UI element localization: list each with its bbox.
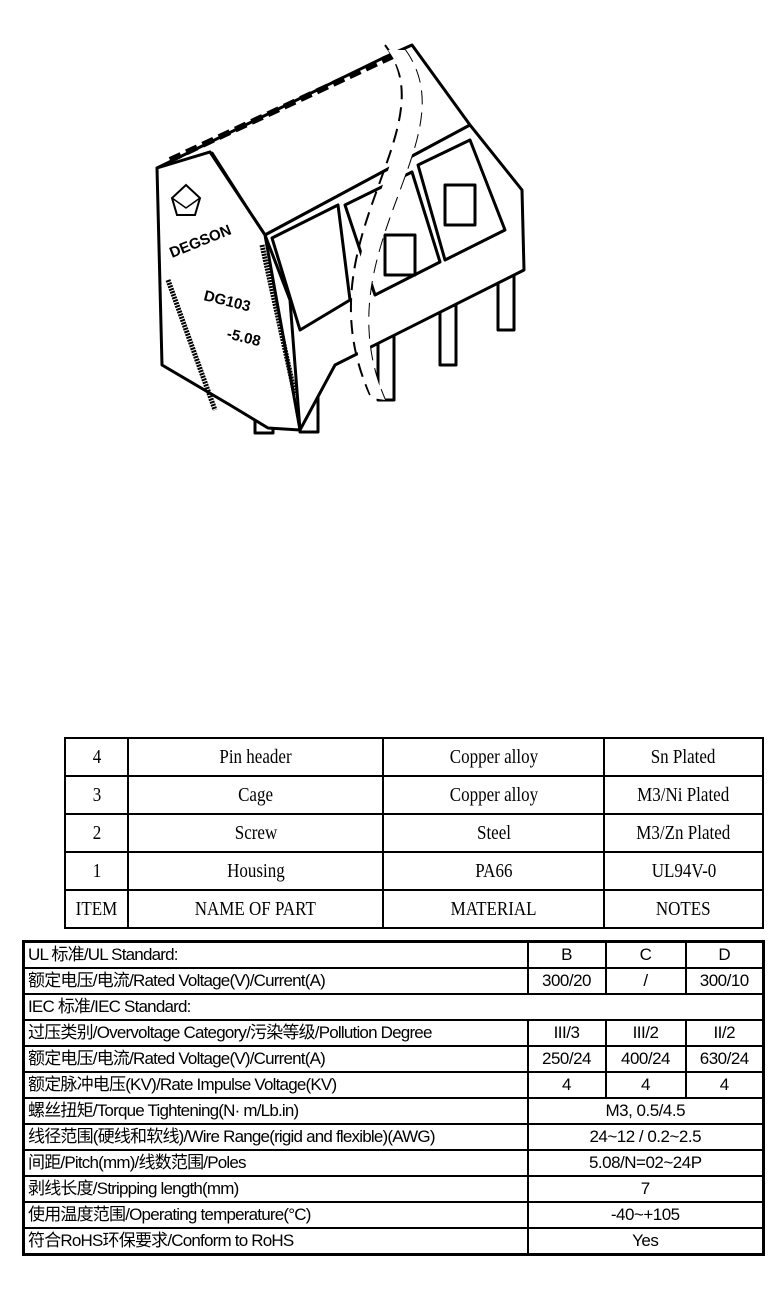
cell-item: 3 xyxy=(92,783,101,806)
spec-value: 4 xyxy=(719,1075,729,1094)
spec-label: 螺丝扭矩/Torque Tightening(N· m/Lb.in) xyxy=(28,1101,299,1120)
spec-row-iec-rated: 额定电压/电流/Rated Voltage(V)/Current(A) 250/… xyxy=(22,1045,765,1073)
parts-row: 2 Screw Steel M3/Zn Plated xyxy=(64,813,764,853)
header-notes: NOTES xyxy=(656,897,711,920)
spec-value: -40~+105 xyxy=(610,1205,680,1224)
parts-header-row: ITEM NAME OF PART MATERIAL NOTES xyxy=(64,889,764,929)
wire-entry-1 xyxy=(270,203,352,332)
spec-value: 300/20 xyxy=(542,971,592,990)
spec-row-iec-standard: IEC 标准/IEC Standard: xyxy=(22,993,765,1021)
spec-label: 额定脉冲电压(KV)/Rate Impulse Voltage(KV) xyxy=(28,1075,337,1094)
header-item: ITEM xyxy=(75,897,118,920)
header-name: NAME OF PART xyxy=(194,897,317,920)
spec-value: 630/24 xyxy=(699,1049,750,1068)
spec-value: 4 xyxy=(641,1075,650,1094)
cell-name: Housing xyxy=(226,859,285,882)
housing-left-face xyxy=(155,150,302,432)
spec-row-ul-standard: UL 标准/UL Standard: B C D xyxy=(22,940,765,969)
cell-material: Copper alloy xyxy=(449,745,538,768)
spec-value: III/3 xyxy=(553,1023,580,1042)
spec-label: 使用温度范围/Operating temperature(°C) xyxy=(28,1205,311,1224)
cell-item: 4 xyxy=(92,745,101,768)
spec-value: 5.08/N=02~24P xyxy=(588,1153,702,1172)
spec-value: / xyxy=(643,971,648,990)
cell-notes: M3/Zn Plated xyxy=(636,821,731,844)
spec-row: 使用温度范围/Operating temperature(°C) -40~+105 xyxy=(22,1201,765,1229)
spec-label: 过压类别/Overvoltage Category/污染等级/Pollution… xyxy=(28,1023,432,1042)
spec-label: 额定电压/电流/Rated Voltage(V)/Current(A) xyxy=(28,971,326,990)
spec-label: 符合RoHS环保要求/Conform to RoHS xyxy=(28,1231,294,1250)
spec-label: 额定电压/电流/Rated Voltage(V)/Current(A) xyxy=(28,1049,326,1068)
spec-label: 间距/Pitch(mm)/线数范围/Poles xyxy=(28,1153,247,1172)
parts-row: 3 Cage Copper alloy M3/Ni Plated xyxy=(64,775,764,815)
spec-value: 24~12 / 0.2~2.5 xyxy=(589,1127,702,1146)
spec-row-impulse: 额定脉冲电压(KV)/Rate Impulse Voltage(KV) 4 4 … xyxy=(22,1071,765,1099)
spec-row: 线径范围(硬线和软线)/Wire Range(rigid and flexibl… xyxy=(22,1123,765,1151)
cell-material: Copper alloy xyxy=(449,783,538,806)
spec-row: 剥线长度/Stripping length(mm) 7 xyxy=(22,1175,765,1203)
class-d: D xyxy=(718,945,731,964)
spec-row-overvoltage: 过压类别/Overvoltage Category/污染等级/Pollution… xyxy=(22,1019,765,1047)
terminal-block-drawing: DEGSON DG103 -5.08 xyxy=(155,43,526,435)
spec-label: UL 标准/UL Standard: xyxy=(28,945,179,964)
spec-value: M3, 0.5/4.5 xyxy=(605,1101,686,1120)
cell-notes: UL94V-0 xyxy=(651,859,716,882)
spec-value: Yes xyxy=(632,1231,659,1250)
class-b: B xyxy=(561,945,572,964)
cell-notes: Sn Plated xyxy=(651,745,716,768)
spec-value: 400/24 xyxy=(621,1049,671,1068)
specs-table: UL 标准/UL Standard: B C D 额定电压/电流/Rated V… xyxy=(22,940,765,1256)
spec-value: 7 xyxy=(640,1179,650,1198)
cell-name: Screw xyxy=(234,821,277,844)
cell-item: 2 xyxy=(92,821,101,844)
clamp xyxy=(443,183,477,227)
spec-value: 300/10 xyxy=(699,971,750,990)
spec-label: IEC 标准/IEC Standard: xyxy=(28,997,191,1016)
header-material: MATERIAL xyxy=(450,897,537,920)
clamp xyxy=(383,233,417,277)
spec-row-ul-rated: 额定电压/电流/Rated Voltage(V)/Current(A) 300/… xyxy=(22,967,765,995)
spec-row: 符合RoHS环保要求/Conform to RoHS Yes xyxy=(22,1227,765,1256)
cell-item: 1 xyxy=(92,859,101,882)
spec-label: 剥线长度/Stripping length(mm) xyxy=(28,1179,239,1198)
degson-logo-icon xyxy=(170,183,202,216)
spec-label: 线径范围(硬线和软线)/Wire Range(rigid and flexibl… xyxy=(28,1127,435,1146)
cell-name: Pin header xyxy=(219,745,292,768)
cell-notes: M3/Ni Plated xyxy=(637,783,730,806)
cell-material: PA66 xyxy=(474,859,513,882)
cell-material: Steel xyxy=(476,821,511,844)
spec-value: 250/24 xyxy=(542,1049,592,1068)
parts-row: 1 Housing PA66 UL94V-0 xyxy=(64,851,764,891)
spec-value: II/2 xyxy=(713,1023,736,1042)
class-c: C xyxy=(639,945,652,964)
spec-value: III/2 xyxy=(632,1023,659,1042)
spec-value: 4 xyxy=(562,1075,571,1094)
spec-row: 间距/Pitch(mm)/线数范围/Poles 5.08/N=02~24P xyxy=(22,1149,765,1177)
parts-row: 4 Pin header Copper alloy Sn Plated xyxy=(64,737,764,777)
cell-name: Cage xyxy=(238,783,273,806)
spec-row: 螺丝扭矩/Torque Tightening(N· m/Lb.in) M3, 0.… xyxy=(22,1097,765,1125)
